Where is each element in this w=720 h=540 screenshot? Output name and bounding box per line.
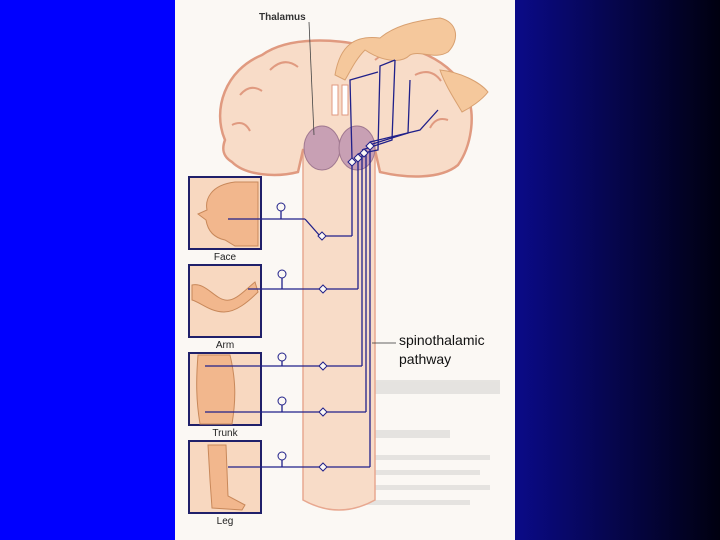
ganglion-markers: [276, 202, 287, 461]
pathway-label: spinothalamic pathway: [399, 331, 519, 369]
trunk-label: Trunk: [212, 428, 238, 439]
slide-gradient-band: [515, 0, 720, 540]
homunculus-figure: [334, 17, 489, 113]
thalamus-leader-line: [308, 21, 315, 136]
ventricle: [331, 84, 349, 116]
arm-box: [188, 264, 262, 338]
leg-label: Leg: [216, 516, 234, 527]
face-box: [188, 176, 262, 250]
thalamus-left: [303, 125, 341, 171]
pathway-label-line2: pathway: [399, 351, 452, 367]
pathway-label-line1: spinothalamic: [399, 332, 485, 348]
spinal-cord: [302, 149, 376, 511]
face-label: Face: [213, 252, 237, 263]
trunk-box: [188, 352, 262, 426]
thalamus-label: Thalamus: [259, 12, 306, 23]
arm-label: Arm: [215, 340, 235, 351]
leg-box: [188, 440, 262, 514]
synapse-markers: [317, 141, 375, 472]
